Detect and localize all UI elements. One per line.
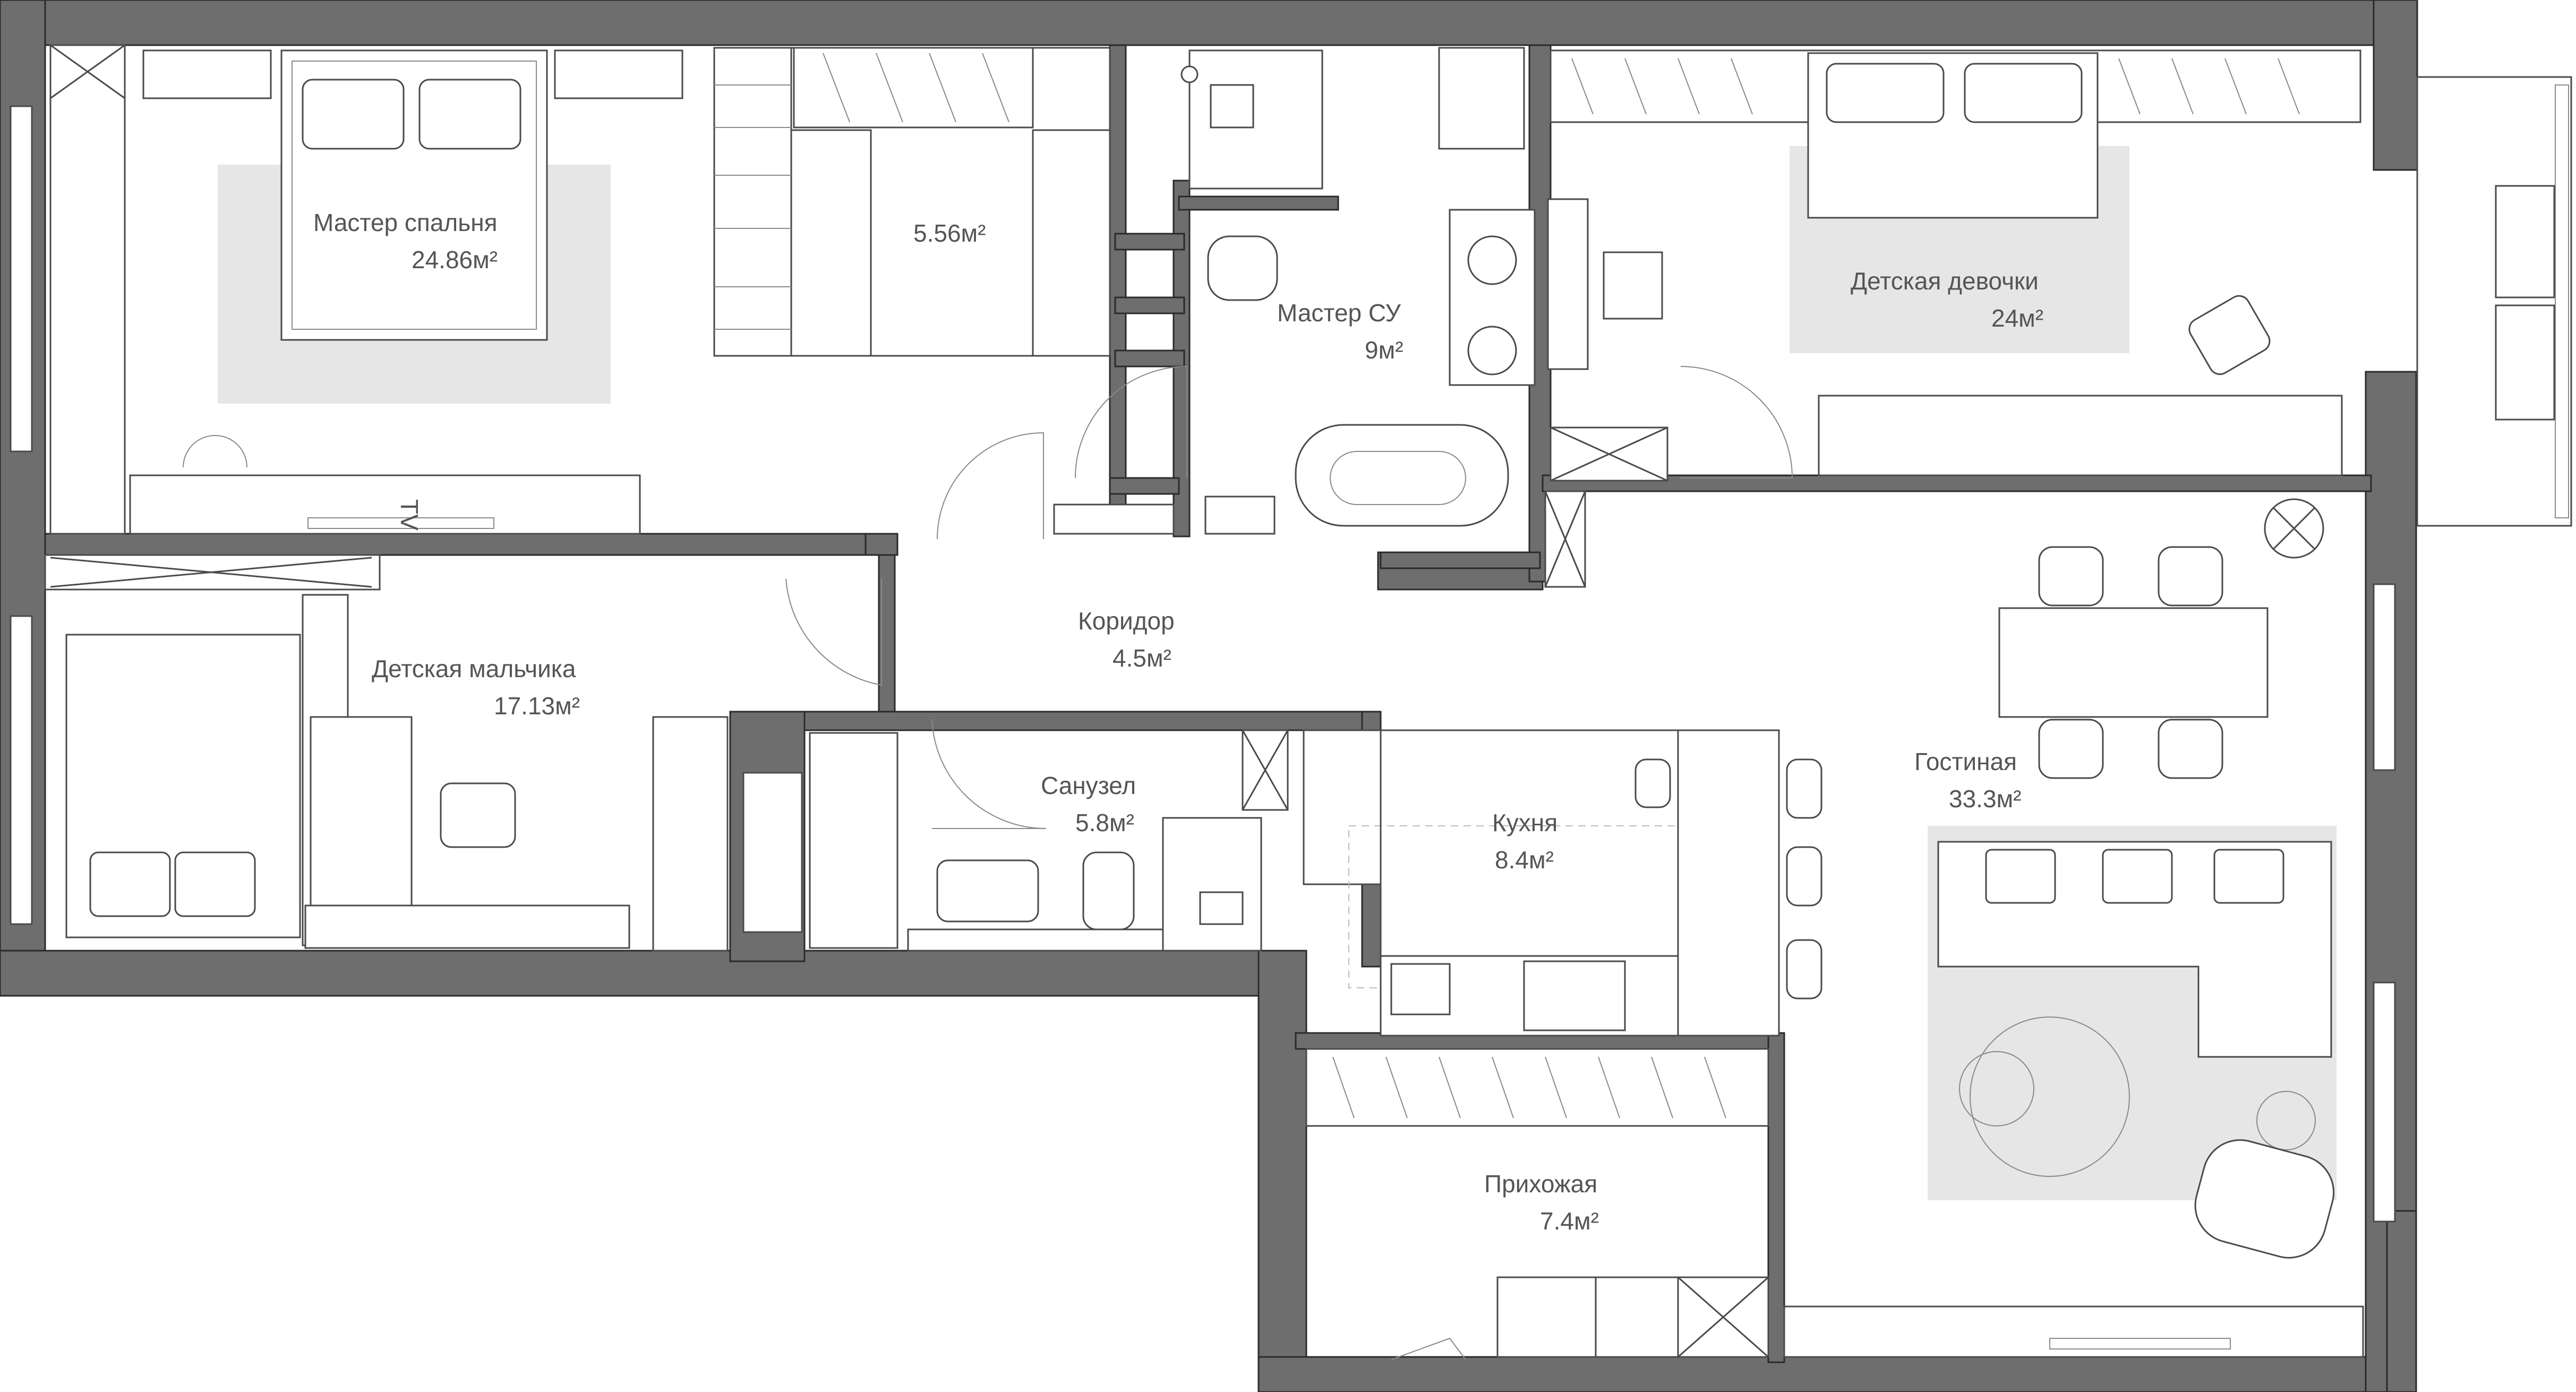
shower-door: [742, 772, 803, 933]
coffee-table: [1970, 1017, 2130, 1177]
chair-icon: [440, 782, 516, 848]
cushion-icon: [1985, 849, 2056, 904]
master-bedroom-furniture: TV: [49, 44, 683, 535]
sink-icon: [1390, 963, 1451, 1015]
room-area-girls-room: 24м²: [1991, 304, 2043, 332]
doors: [785, 365, 1793, 1360]
room-area-kitchen: 8.4м²: [1495, 846, 1554, 874]
stool-icon: [1786, 846, 1822, 907]
room-name-kitchen: Кухня: [1492, 809, 1557, 836]
bathtub-icon: [1295, 424, 1509, 527]
tv-label: TV: [396, 499, 423, 531]
chair-icon: [2158, 719, 2223, 779]
chair-icon: [2038, 719, 2104, 779]
pillow-icon: [1826, 63, 1945, 123]
bathtub-icon: [809, 732, 898, 949]
room-name-corridor: Коридор: [1078, 607, 1175, 635]
room-name-bathroom: Санузел: [1041, 772, 1136, 799]
stool-icon: [1786, 758, 1822, 819]
pillow-icon: [418, 79, 521, 150]
master-bath-fixtures: [1053, 49, 1536, 535]
cushion-icon: [2102, 849, 2173, 904]
room-name-girls-room: Детская девочки: [1851, 267, 2039, 295]
sink-icon: [1210, 84, 1254, 129]
room-area-corridor: 4.5м²: [1112, 644, 1171, 672]
hallway-furniture: [1305, 1048, 1769, 1358]
sink-icon: [936, 859, 1039, 923]
stool-icon: [1786, 939, 1822, 1000]
chair-icon: [2158, 546, 2223, 607]
chair-icon: [2188, 295, 2271, 375]
girls-desk: [1818, 395, 2343, 476]
bathroom-fixtures: [652, 716, 1289, 952]
room-area-master-bath: 9м²: [1365, 336, 1403, 364]
room-area-closet: 5.56м²: [913, 219, 986, 247]
pillow-icon: [174, 851, 256, 917]
room-name-boys-room: Детская мальчика: [372, 655, 576, 682]
toilet-icon: [1207, 235, 1278, 301]
closet-furniture: [713, 47, 1111, 357]
toilet-icon: [1082, 851, 1135, 930]
sink-icon: [1467, 326, 1517, 375]
room-area-living-room: 33.3м²: [1949, 785, 2021, 813]
room-area-bathroom: 5.8м²: [1075, 809, 1134, 836]
pillow-icon: [89, 851, 171, 917]
dining-table: [1998, 607, 2269, 718]
room-name-master-bath: Мастер СУ: [1277, 299, 1401, 327]
room-area-hallway: 7.4м²: [1540, 1207, 1599, 1235]
room-name-master-bedroom: Мастер спальня: [313, 209, 498, 236]
room-name-hallway: Прихожая: [1484, 1170, 1597, 1198]
window-boys-room: [10, 615, 33, 925]
window-living-1: [2373, 583, 2396, 771]
cushion-icon: [2213, 849, 2284, 904]
room-name-living-room: Гостиная: [1914, 748, 2017, 775]
window-living-2: [2373, 981, 2396, 1223]
sink-icon: [1467, 235, 1517, 285]
kitchen-island: [1677, 729, 1780, 1037]
stool-icon: [1634, 758, 1671, 808]
room-area-master-bedroom: 24.86м²: [412, 246, 498, 274]
girls-room-furniture: [1438, 47, 2361, 482]
window-master-bedroom: [10, 105, 33, 452]
living-room-furniture: [1783, 498, 2364, 1358]
cooktop-icon: [1523, 960, 1626, 1031]
chair-icon: [2038, 546, 2104, 607]
balcony: [2416, 76, 2572, 527]
boys-room-furniture: [44, 554, 630, 949]
kitchen-furniture: [1303, 729, 1822, 1037]
pillow-icon: [302, 79, 405, 150]
room-labels: Мастер спальня 24.86м² 5.56м² Мастер СУ …: [313, 209, 2043, 1235]
room-area-boys-room: 17.13м²: [494, 692, 580, 720]
armchair-icon: [2194, 1139, 2335, 1259]
tv-unit: [129, 474, 641, 535]
pillow-icon: [1964, 63, 2083, 123]
